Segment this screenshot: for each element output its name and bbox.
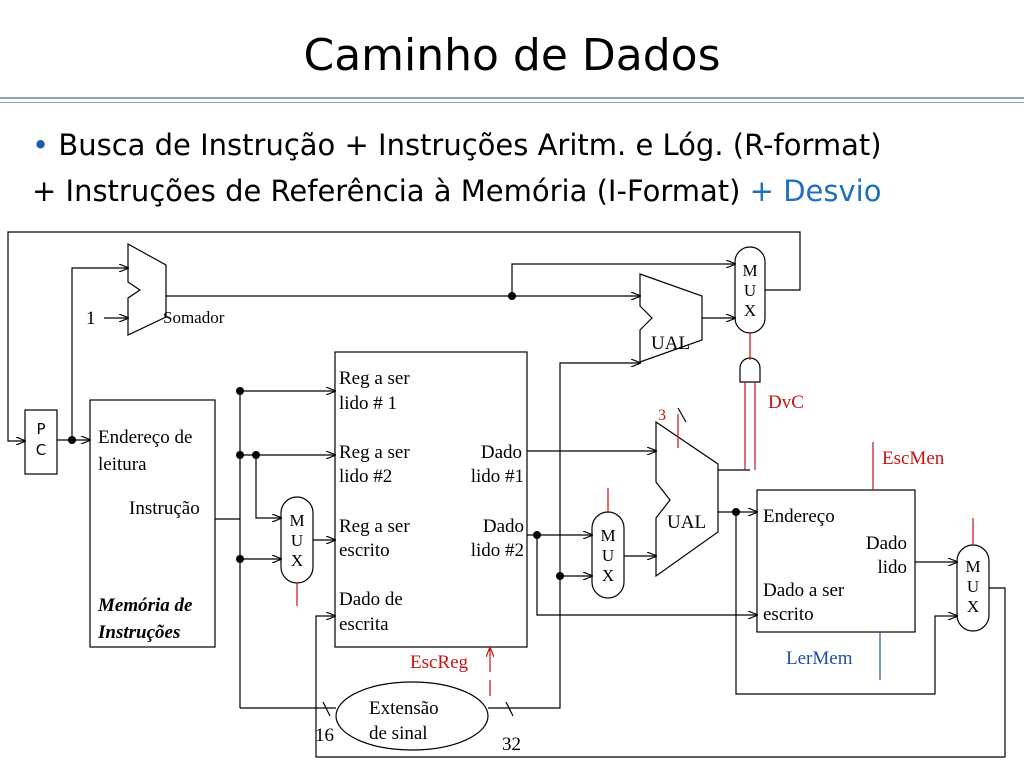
ext-line1: Extensão: [369, 698, 439, 719]
sign-extension: [335, 681, 489, 751]
pc-label-c: C: [36, 441, 46, 459]
reg-writedata-line2: escrita: [339, 614, 389, 635]
title-divider-thin: [0, 102, 1024, 103]
adder-label: Somador: [163, 308, 225, 327]
pc-label-p: P: [36, 420, 45, 438]
lermem-label: LerMem: [786, 648, 853, 669]
reg-read2-line1: Reg a ser: [339, 442, 410, 463]
reg-write-line2: escrito: [339, 540, 390, 561]
reg-data2-line1: Dado: [483, 516, 524, 537]
reg-read2-line2: lido #2: [339, 466, 392, 487]
mux-reg-u: U: [291, 531, 303, 550]
register-file: [334, 351, 528, 648]
escreg-label: EscReg: [410, 652, 469, 673]
subtitle-line-2: + Instruções de Referência à Memória (I-…: [32, 168, 1012, 214]
adder-shape: [127, 242, 167, 336]
imem-name-line1: Memória de: [97, 595, 193, 616]
dmem-wd-line2: escrito: [763, 604, 814, 625]
escmen-label: EscMen: [882, 448, 945, 469]
subtitle-line-2-text: + Instruções de Referência à Memória (I-…: [32, 174, 741, 208]
reg-data2-line2: lido #2: [471, 540, 524, 561]
page-title: Caminho de Dados: [303, 30, 721, 81]
imem-addr-line1: Endereço de: [98, 427, 192, 448]
subtitle: • Busca de Instrução + Instruções Aritm.…: [32, 122, 1012, 214]
imem-instruction: Instrução: [129, 498, 200, 519]
dmem-rd-line1: Dado: [866, 533, 907, 554]
mux-alu-u: U: [602, 546, 614, 565]
mux-wb-x: X: [967, 597, 979, 616]
title-divider: [0, 97, 1024, 99]
reg-read1-line2: lido # 1: [339, 393, 397, 414]
mux-reg-m: M: [289, 511, 304, 530]
subtitle-line-1: • Busca de Instrução + Instruções Aritm.…: [32, 122, 1012, 168]
imem-addr-line2: leitura: [98, 454, 147, 475]
dvc-label: DvC: [768, 392, 804, 413]
subtitle-line-2-highlight: + Desvio: [749, 174, 882, 208]
mux-alu-m: M: [600, 526, 615, 545]
subtitle-line-1-text: Busca de Instrução + Instruções Aritm. e…: [58, 128, 882, 162]
reg-data1-line2: lido #1: [471, 466, 524, 487]
dmem-addr: Endereço: [763, 506, 835, 527]
data-memory: [756, 489, 916, 633]
constant-one: 1: [86, 308, 96, 329]
branch-alu-label: UAL: [651, 333, 690, 354]
mux-wb-u: U: [967, 577, 979, 596]
dmem-rd-line2: lido: [877, 557, 907, 578]
main-alu-shape: [655, 420, 719, 578]
main-alu-label: UAL: [667, 512, 706, 533]
mux-wb-m: M: [965, 557, 980, 576]
branch-alu-shape: [639, 273, 703, 363]
instruction-memory: [89, 399, 216, 648]
dmem-wd-line1: Dado a ser: [763, 580, 845, 601]
bits-32: 32: [502, 734, 521, 755]
mux-alu-x: X: [602, 566, 614, 585]
imem-name-line2: Instruções: [97, 622, 180, 643]
reg-write-line1: Reg a ser: [339, 516, 410, 537]
mux-pc-m: M: [742, 261, 757, 280]
reg-data1-line1: Dado: [481, 442, 522, 463]
bullet-icon: •: [32, 128, 50, 162]
reg-read1-line1: Reg a ser: [339, 368, 410, 389]
mux-pc-x: X: [744, 301, 756, 320]
ext-line2: de sinal: [369, 723, 428, 744]
mux-pc-u: U: [744, 281, 756, 300]
bits-16: 16: [315, 725, 334, 746]
reg-writedata-line1: Dado de: [339, 589, 403, 610]
and-gate: [739, 357, 761, 383]
mux-reg-x: X: [291, 551, 303, 570]
alu-op-bits: 3: [658, 407, 666, 424]
